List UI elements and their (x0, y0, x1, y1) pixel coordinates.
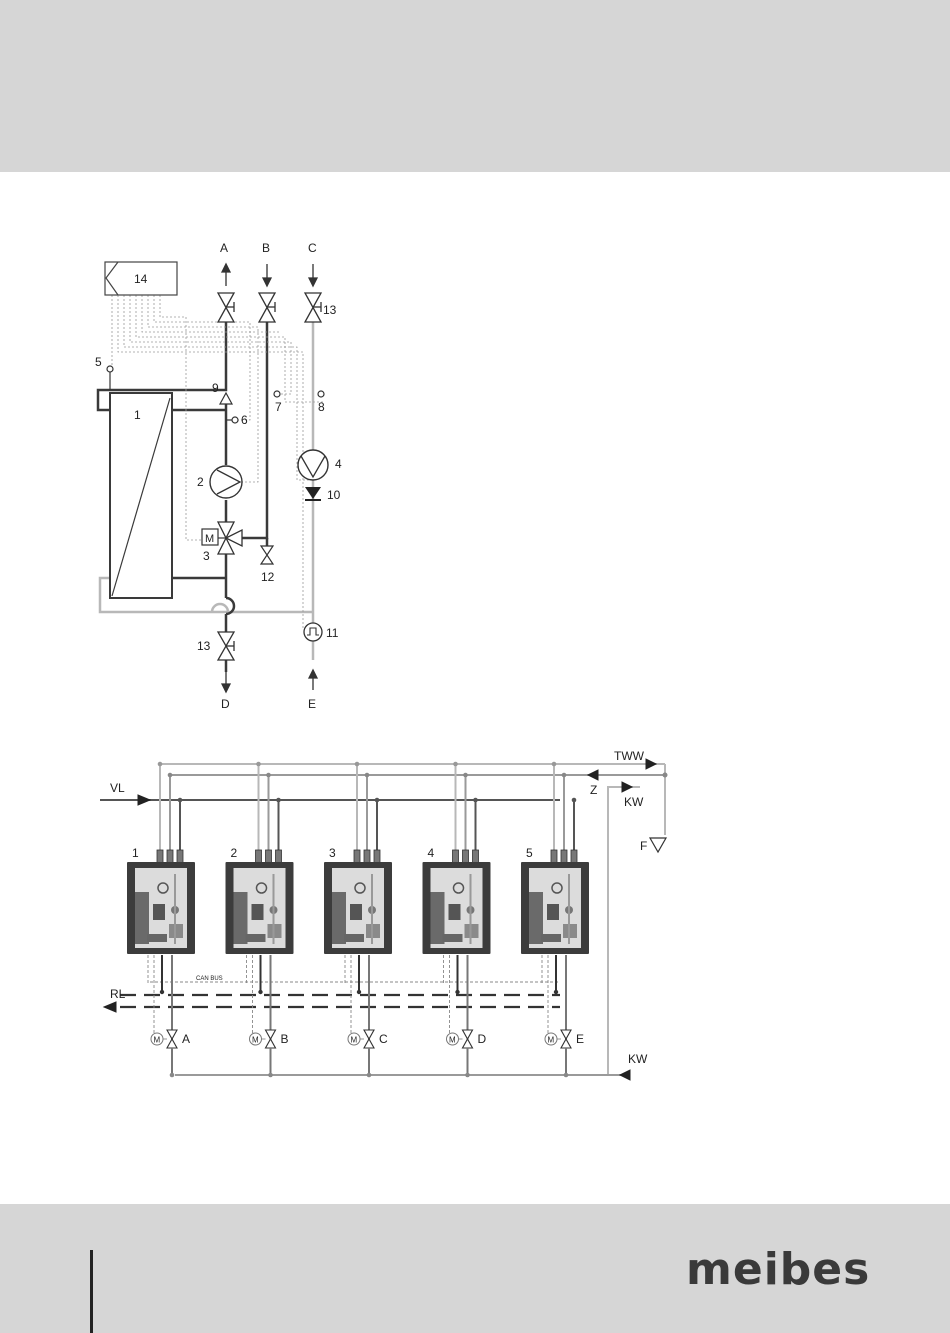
valve-motor-label: M (351, 1036, 358, 1045)
z-arrow-icon (588, 770, 598, 780)
z-label: Z (590, 783, 597, 797)
drain-f-icon (650, 838, 666, 852)
station-label-1: 1 (132, 846, 139, 860)
valve-motor-label: M (548, 1036, 555, 1045)
valve-motor-label: M (252, 1036, 259, 1045)
footer-divider (90, 1250, 93, 1333)
kw-top-label: KW (624, 795, 644, 809)
zone-valve-icon (167, 1030, 177, 1048)
vl-arrow-icon (138, 795, 150, 805)
station-unit-2: 2M B (226, 762, 294, 1078)
vl-label: VL (110, 781, 125, 795)
tww-arrow-icon (646, 759, 656, 769)
station-label-4: 4 (428, 846, 435, 860)
zone-valve-icon (266, 1030, 276, 1048)
valve-motor-label: M (154, 1036, 161, 1045)
zone-valve-icon (364, 1030, 374, 1048)
valve-motor-label: M (449, 1036, 456, 1045)
zone-valve-label-5: E (576, 1032, 584, 1046)
station-label-2: 2 (231, 846, 238, 860)
kw-top-arrow-icon (622, 782, 632, 792)
station-label-5: 5 (526, 846, 533, 860)
tww-label: TWW (614, 749, 645, 763)
f-label: F (640, 839, 647, 853)
rl-arrow-icon (104, 1002, 116, 1012)
station-unit-4: 4M D (423, 762, 491, 1078)
rl-label: RL (110, 987, 126, 1001)
can-bus-label: CAN BUS (196, 976, 223, 982)
station-unit-5: 5M E (521, 762, 589, 1078)
station-unit-3: 3M C (324, 762, 392, 1078)
zone-valve-icon (561, 1030, 571, 1048)
zone-valve-label-1: A (182, 1032, 190, 1046)
zone-valve-label-3: C (379, 1032, 388, 1046)
zone-valve-icon (463, 1030, 473, 1048)
kw-bottom-arrow-icon (620, 1070, 630, 1080)
zone-valve-label-4: D (478, 1032, 487, 1046)
installation-diagram: TWW Z KW VL F RL KW CAN BUS 1M A 2M B 3M C 4M D… (0, 0, 950, 1200)
brand-logo: meibes (686, 1248, 870, 1292)
station-label-3: 3 (329, 846, 336, 860)
zone-valve-label-2: B (281, 1032, 289, 1046)
kw-bottom-label: KW (628, 1052, 648, 1066)
station-unit-1: 1M A (127, 762, 195, 1078)
